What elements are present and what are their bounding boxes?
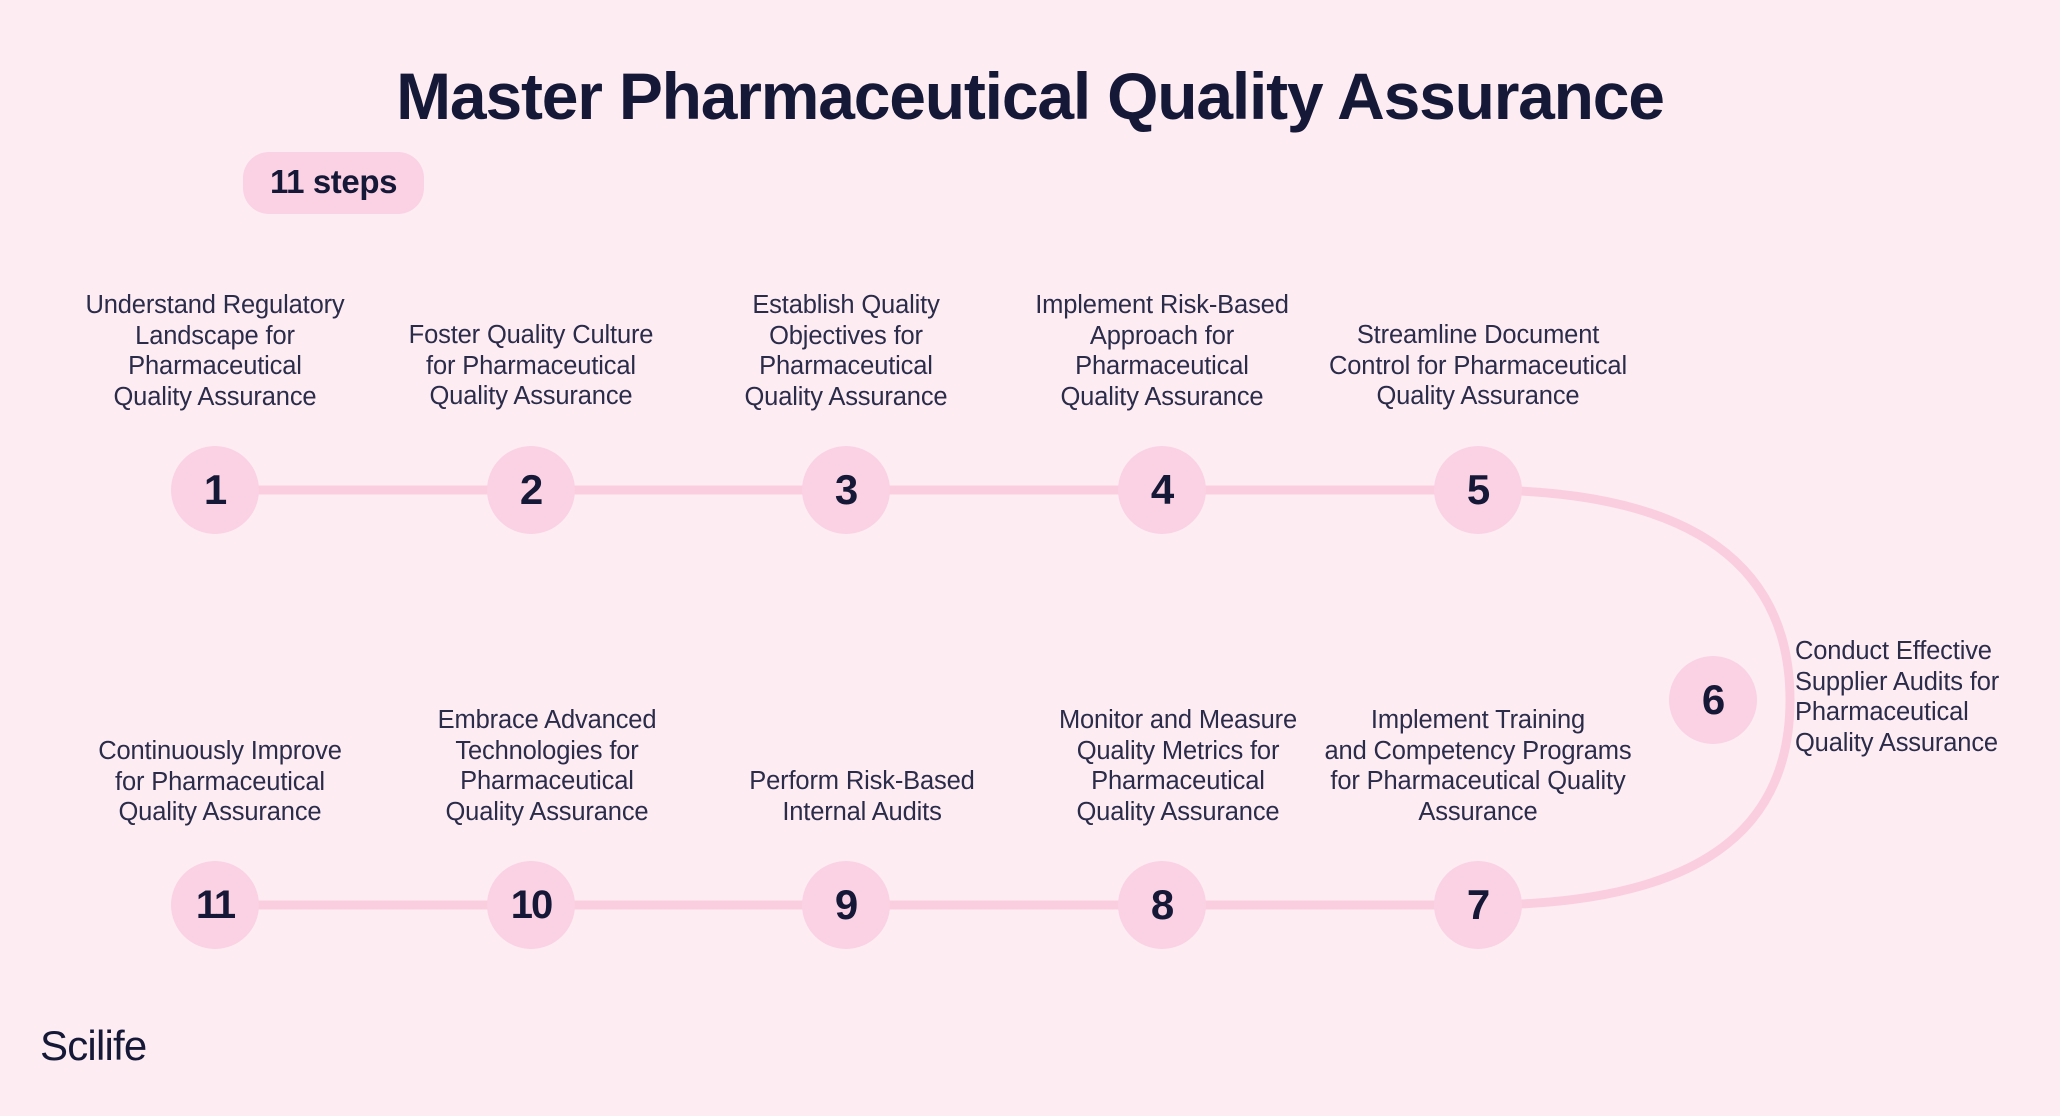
step-node-11[interactable]: 11 bbox=[171, 861, 259, 949]
page-title: Master Pharmaceutical Quality Assurance bbox=[396, 59, 1665, 133]
scilife-logo: Scilife bbox=[40, 1022, 147, 1069]
step-number-5: 5 bbox=[1466, 466, 1490, 513]
step-count-badge-wrapper: 11 steps bbox=[243, 152, 425, 214]
step-number-7: 7 bbox=[1466, 881, 1490, 928]
step-node-1[interactable]: 1 bbox=[171, 446, 259, 534]
step-node-8[interactable]: 8 bbox=[1118, 861, 1206, 949]
step-node-5[interactable]: 5 bbox=[1434, 446, 1522, 534]
step-node-7[interactable]: 7 bbox=[1434, 861, 1522, 949]
step-number-3: 3 bbox=[834, 466, 858, 513]
step-count-badge: 11 steps bbox=[243, 152, 425, 214]
step-node-9[interactable]: 9 bbox=[802, 861, 890, 949]
step-number-6: 6 bbox=[1701, 676, 1725, 723]
step-node-6[interactable]: 6 bbox=[1669, 656, 1757, 744]
step-number-10: 10 bbox=[510, 882, 553, 927]
step-node-3[interactable]: 3 bbox=[802, 446, 890, 534]
step-number-8: 8 bbox=[1150, 881, 1174, 928]
step-number-9: 9 bbox=[834, 881, 858, 928]
step-number-11: 11 bbox=[195, 882, 236, 927]
step-number-2: 2 bbox=[519, 466, 543, 513]
step-node-4[interactable]: 4 bbox=[1118, 446, 1206, 534]
step-node-2[interactable]: 2 bbox=[487, 446, 575, 534]
step-node-10[interactable]: 10 bbox=[487, 861, 575, 949]
step-number-4: 4 bbox=[1150, 466, 1174, 513]
step-number-1: 1 bbox=[203, 466, 227, 513]
